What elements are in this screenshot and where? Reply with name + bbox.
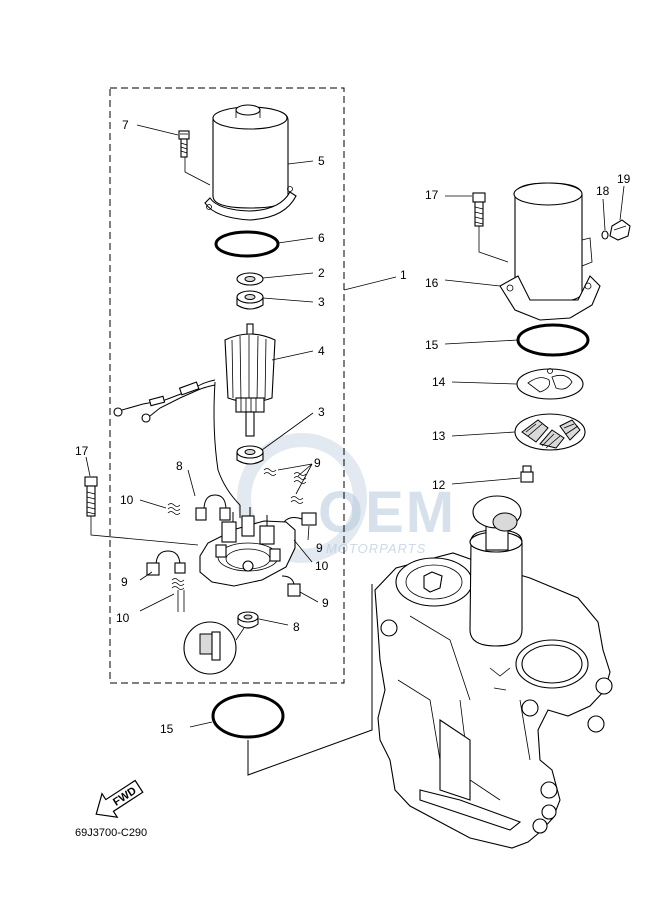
callout-10-upper: 9	[314, 456, 321, 470]
detail-inset	[183, 621, 245, 675]
filter-13[interactable]	[514, 413, 586, 451]
brush-9-upper[interactable]	[195, 494, 231, 521]
bolt-17-right[interactable]	[472, 192, 509, 263]
callout-labels: 7 5 6 2 3 1 4 3 8 9 10 9 10 9 9 10 8 15 …	[75, 118, 631, 736]
diagram-code: 69J3700-C290	[75, 827, 147, 839]
callout-11: 10	[315, 559, 329, 573]
callout-1: 1	[400, 268, 407, 282]
motor-yoke[interactable]	[204, 104, 297, 221]
tilt-cylinder-housing	[374, 495, 613, 849]
callout-3-upper: 3	[318, 295, 325, 309]
spring-10-lower[interactable]	[171, 578, 185, 613]
screw-7[interactable]	[178, 130, 211, 186]
spring-10-left[interactable]	[167, 503, 181, 515]
callout-13: 13	[432, 429, 446, 443]
callout-7: 7	[122, 118, 129, 132]
brush-holder-11[interactable]	[199, 505, 296, 587]
callout-17-right: 17	[425, 188, 439, 202]
callout-3-lower: 3	[318, 405, 325, 419]
brush-9-right[interactable]	[283, 512, 317, 526]
callout-9-lower: 9	[322, 596, 329, 610]
callout-9-right: 9	[316, 541, 323, 555]
assembly-boundary	[109, 87, 345, 684]
gasket-14[interactable]	[516, 368, 584, 400]
callout-19: 19	[617, 172, 631, 186]
callout-15-upper: 15	[425, 338, 439, 352]
o-ring-18[interactable]	[601, 230, 609, 240]
callout-10-left: 10	[120, 493, 134, 507]
bolt-17-left[interactable]	[84, 476, 199, 546]
callout-4: 4	[318, 344, 325, 358]
screw-12[interactable]	[520, 465, 534, 483]
washer-2[interactable]	[236, 272, 264, 286]
callout-15-lower: 15	[160, 722, 174, 736]
callout-12: 12	[432, 478, 446, 492]
bearing-3-lower[interactable]	[236, 445, 264, 465]
watermark-main: OEM	[318, 480, 456, 545]
o-ring-15-upper[interactable]	[516, 323, 590, 357]
callout-18: 18	[596, 184, 610, 198]
callout-2: 2	[318, 266, 325, 280]
bearing-3-upper[interactable]	[236, 290, 264, 310]
brush-9-lower[interactable]	[281, 575, 301, 597]
o-ring-6[interactable]	[214, 230, 280, 258]
armature-4[interactable]	[224, 323, 276, 437]
watermark-sub: MOTORPARTS	[326, 541, 426, 556]
watermark: OEM MOTORPARTS	[237, 433, 456, 563]
oil-seal-8[interactable]	[237, 611, 259, 629]
assembly-leader-line	[247, 584, 373, 776]
callout-16: 16	[425, 276, 439, 290]
callout-9-left: 9	[121, 575, 128, 589]
callout-8: 8	[293, 620, 300, 634]
brush-9-left[interactable]	[146, 550, 186, 576]
pump-motor-16[interactable]	[499, 182, 601, 321]
forward-arrow-icon: FWD	[95, 779, 144, 818]
callout-6: 6	[318, 231, 325, 245]
plug-19[interactable]	[609, 219, 631, 241]
spring-10-upper-pair[interactable]	[263, 468, 307, 504]
leader-lines	[85, 124, 625, 728]
o-ring-15-lower[interactable]	[211, 693, 285, 739]
callout-10-lower: 10	[116, 611, 130, 625]
callout-14: 14	[432, 375, 446, 389]
motor-lead-wires	[113, 379, 241, 506]
callout-5: 5	[318, 154, 325, 168]
callout-9-upper: 8	[176, 459, 183, 473]
callout-17-left: 17	[75, 444, 89, 458]
